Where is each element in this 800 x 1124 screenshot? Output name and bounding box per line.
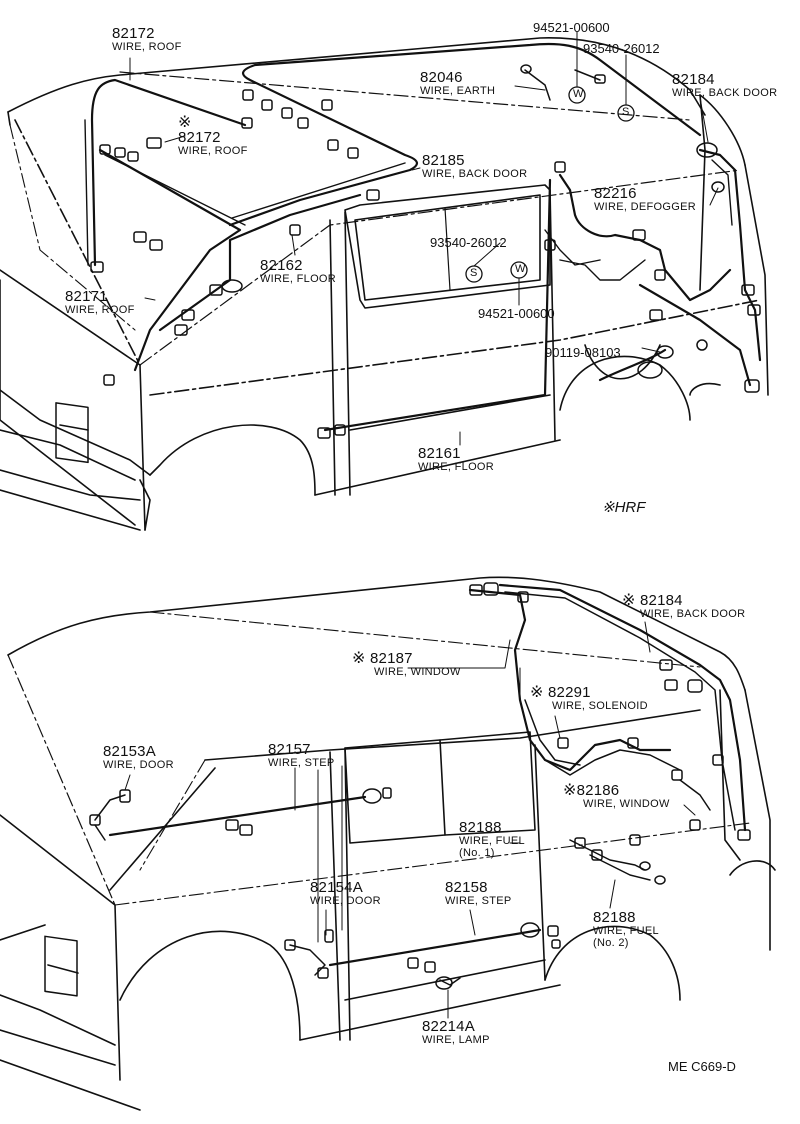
label-82185: 82185 WIRE, BACK DOOR xyxy=(422,153,527,180)
part-number: 82187 xyxy=(369,650,413,667)
label-82046: 82046 WIRE, EARTH xyxy=(420,70,495,97)
symbol-w: W xyxy=(573,88,584,100)
part-name: WIRE, DOOR xyxy=(103,759,174,771)
bottom-wires xyxy=(94,583,747,986)
part-name: WIRE, ROOF xyxy=(112,41,182,53)
part-name: WIRE, SOLENOID xyxy=(552,700,648,712)
part-variant: (No. 1) xyxy=(459,847,495,859)
legend-hrf: ※HRF xyxy=(602,499,646,516)
label-82186: ※82186 WIRE, WINDOW xyxy=(563,782,670,810)
label-93540-top: 93540-26012 xyxy=(583,41,660,57)
label-82153A: 82153A WIRE, DOOR xyxy=(103,744,174,771)
top-connectors xyxy=(90,64,761,439)
symbol-s: S xyxy=(622,106,630,118)
part-number: 82172 xyxy=(112,25,155,42)
hrf-mark: ※ xyxy=(178,112,192,131)
label-82291: ※ 82291 WIRE, SOLENOID xyxy=(530,684,648,712)
part-number: 82186 xyxy=(576,782,620,799)
part-name: WIRE, WINDOW xyxy=(583,798,670,810)
symbol-s: S xyxy=(470,267,478,279)
part-name: WIRE, FUEL xyxy=(593,925,659,937)
part-name: WIRE, FLOOR xyxy=(260,273,337,285)
hrf-mark: ※ xyxy=(352,648,366,667)
top-leader-lines xyxy=(129,31,719,446)
label-93540-mid: 93540-26012 xyxy=(430,235,507,251)
part-number: 82291 xyxy=(547,684,591,701)
part-number: 94521-00600 xyxy=(533,20,610,35)
label-82161: 82161 WIRE, FLOOR xyxy=(418,446,494,473)
symbol-w: W xyxy=(515,263,526,275)
part-number: 82184 xyxy=(639,592,683,609)
part-name: WIRE, STEP xyxy=(445,895,512,907)
part-number: 82185 xyxy=(422,152,465,169)
label-82187: ※ 82187 WIRE, WINDOW xyxy=(352,650,461,678)
part-name: WIRE, BACK DOOR xyxy=(422,168,528,180)
part-number: 82172 xyxy=(178,129,221,146)
hrf-mark: ※ xyxy=(622,590,636,609)
label-82216: 82216 WIRE, DEFOGGER xyxy=(594,186,696,213)
part-number: 82157 xyxy=(268,741,311,758)
part-name: WIRE, FUEL xyxy=(459,835,525,847)
part-number: 93540-26012 xyxy=(583,41,660,56)
part-number: 82216 xyxy=(594,185,637,202)
part-name: WIRE, ROOF xyxy=(178,145,248,157)
label-82172-hrf: ※ 82172 WIRE, ROOF xyxy=(178,114,248,157)
part-name: WIRE, BACK DOOR xyxy=(640,608,746,620)
part-number: 82162 xyxy=(260,257,303,274)
label-82184-top: 82184 WIRE, BACK DOOR xyxy=(672,72,777,99)
label-82188-no1: 82188 WIRE, FUEL (No. 1) xyxy=(459,820,525,859)
part-number: 82161 xyxy=(418,445,461,462)
part-name: WIRE, ROOF xyxy=(65,304,135,316)
part-number: 82188 xyxy=(459,819,502,836)
label-82172: 82172 WIRE, ROOF xyxy=(112,26,182,53)
label-82184-bottom: ※ 82184 WIRE, BACK DOOR xyxy=(622,592,745,620)
part-number: 82171 xyxy=(65,288,108,305)
part-number: 82153A xyxy=(103,743,156,760)
part-number: 82046 xyxy=(420,69,463,86)
bottom-leader-lines xyxy=(124,621,696,1019)
part-variant: (No. 2) xyxy=(593,937,629,949)
bottom-connectors xyxy=(89,582,751,990)
label-82188-no2: 82188 WIRE, FUEL (No. 2) xyxy=(593,910,659,949)
part-name: WIRE, LAMP xyxy=(422,1034,490,1046)
label-82171: 82171 WIRE, ROOF xyxy=(65,289,135,316)
part-number: 82184 xyxy=(672,71,715,88)
label-94521-top: 94521-00600 xyxy=(533,20,610,36)
part-name: WIRE, FLOOR xyxy=(418,461,495,473)
part-name: WIRE, BACK DOOR xyxy=(672,87,778,99)
part-name: WIRE, EARTH xyxy=(420,85,496,97)
label-90119: 90119-08103 xyxy=(545,345,621,361)
label-82158: 82158 WIRE, STEP xyxy=(445,880,512,907)
part-name: WIRE, WINDOW xyxy=(374,666,461,678)
top-wires xyxy=(84,42,762,432)
hrf-mark: ※ xyxy=(530,682,544,701)
part-number: 90119-08103 xyxy=(545,345,621,360)
label-82162: 82162 WIRE, FLOOR xyxy=(260,258,336,285)
label-82154A: 82154A WIRE, DOOR xyxy=(310,880,381,907)
label-82214A: 82214A WIRE, LAMP xyxy=(422,1019,490,1046)
label-94521-mid: 94521-00600 xyxy=(478,306,555,322)
part-number: 82188 xyxy=(593,909,636,926)
part-number: 82154A xyxy=(310,879,363,896)
part-number: 93540-26012 xyxy=(430,235,507,250)
part-number: 82214A xyxy=(422,1018,475,1035)
drawing-code: ME C669-D xyxy=(668,1059,736,1074)
top-van-body xyxy=(0,37,769,531)
part-name: WIRE, STEP xyxy=(268,757,335,769)
hrf-mark: ※ xyxy=(563,780,577,799)
part-name: WIRE, DEFOGGER xyxy=(594,201,696,213)
part-name: WIRE, DOOR xyxy=(310,895,381,907)
bottom-van-body xyxy=(0,576,776,1111)
part-number: 82158 xyxy=(445,879,488,896)
label-82157: 82157 WIRE, STEP xyxy=(268,742,335,769)
part-number: 94521-00600 xyxy=(478,306,555,321)
